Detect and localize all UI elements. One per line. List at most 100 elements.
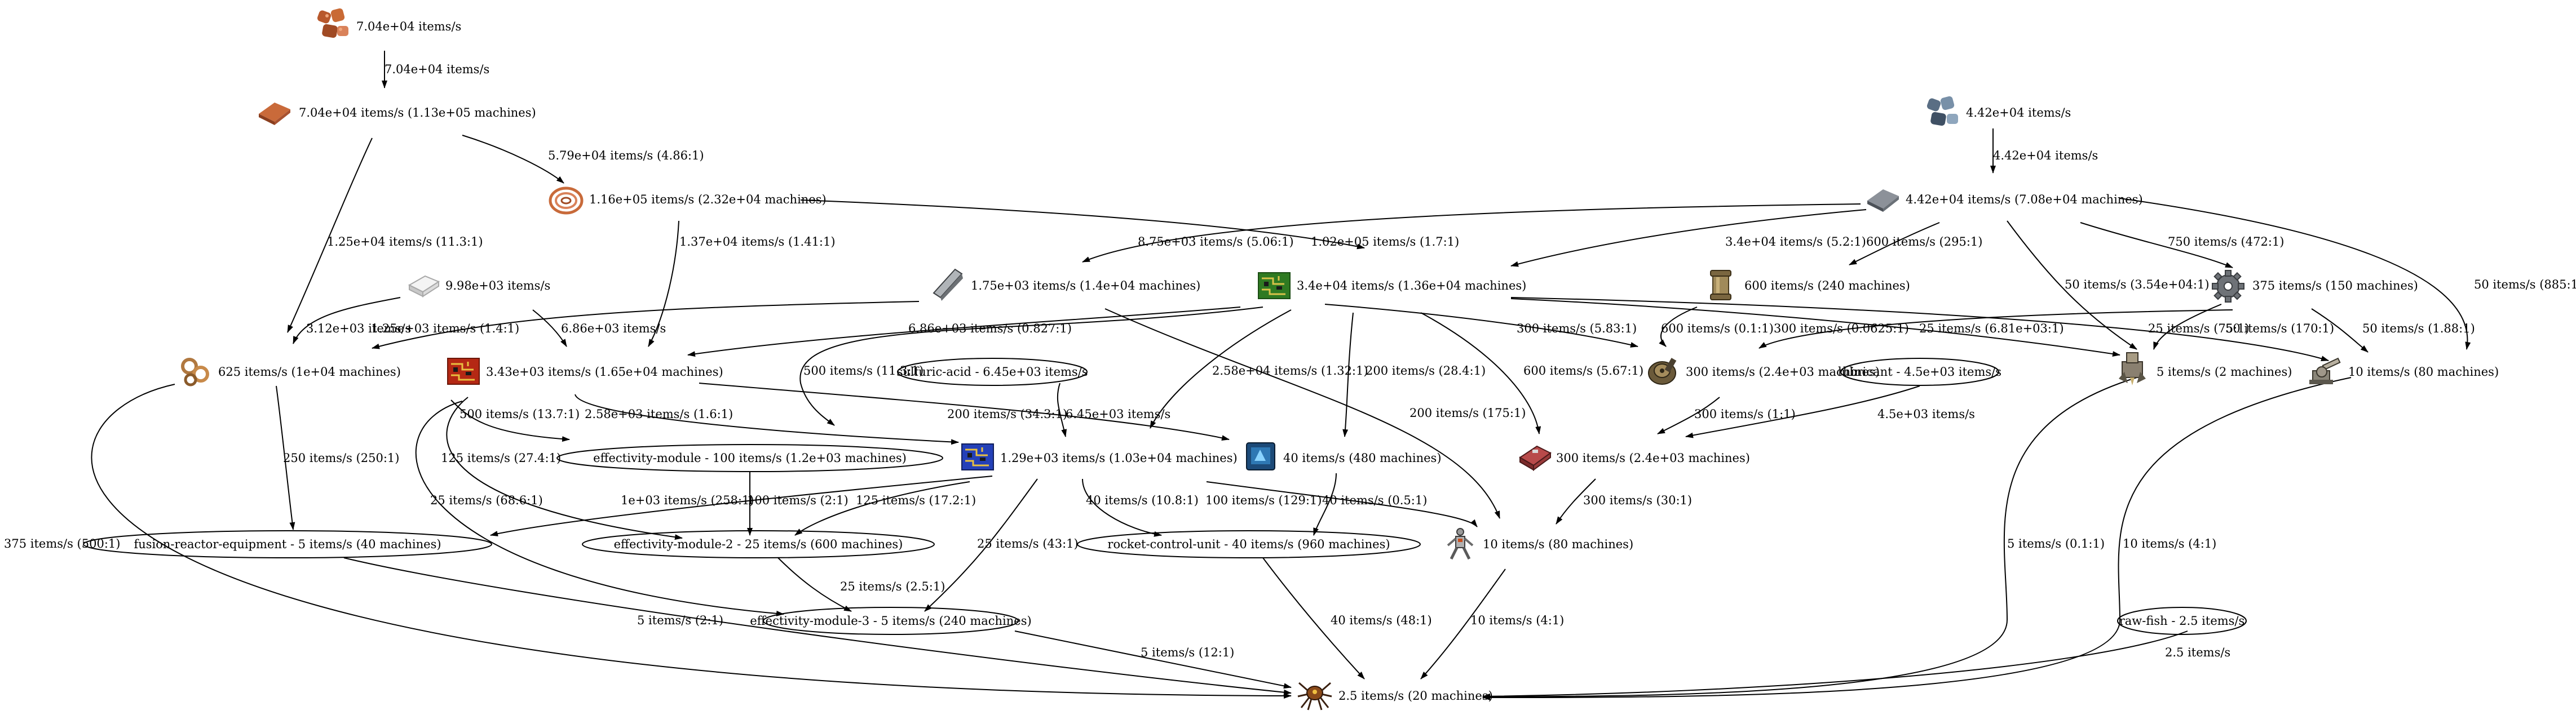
nodes: 7.04e+04 items/s 7.04e+04 items/s (1.13e… xyxy=(83,8,2499,710)
edge-red-eff3 xyxy=(415,401,784,616)
edge-gear-motor xyxy=(1758,309,2233,349)
edge-turret-spider xyxy=(1482,377,2352,701)
edge-label: 2.5 items/s xyxy=(2165,646,2230,659)
edge-blue-rcu xyxy=(1082,478,1162,537)
edges xyxy=(91,51,2471,701)
copper-cable-icon xyxy=(549,186,584,215)
edge-green-speed xyxy=(1342,312,1354,437)
edge-label: 50 items/s (1.88:1) xyxy=(2362,322,2475,335)
node-motor: 300 items/s (2.4e+03 machines) xyxy=(1648,358,1880,385)
edge-iron-green xyxy=(1510,209,1867,267)
edge-label: 200 items/s (175:1) xyxy=(1409,406,1526,420)
node-label: rocket-control-unit - 40 items/s (960 ma… xyxy=(1107,538,1390,551)
edge-frame-fusion xyxy=(276,385,295,530)
edge-cable-red xyxy=(648,220,679,347)
edge-green-motor xyxy=(1324,304,1638,348)
edge-eff3-spider xyxy=(1014,630,1292,689)
edge-iron-pipe xyxy=(1849,222,1940,265)
node-label: 5 items/s (2 machines) xyxy=(2157,365,2292,379)
node-label: 600 items/s (240 machines) xyxy=(1744,279,1910,292)
mining-drill-icon xyxy=(2119,352,2146,385)
edge-sulfuric-blue xyxy=(1057,383,1067,437)
edge-label: 5 items/s (12:1) xyxy=(1141,646,1234,659)
node-battery: 300 items/s (2.4e+03 machines) xyxy=(1519,445,1750,471)
node-label: 625 items/s (1e+04 machines) xyxy=(218,365,401,379)
edge-plate-frame xyxy=(287,137,373,333)
node-fusion-reactor: fusion-reactor-equipment - 5 items/s (40… xyxy=(83,530,492,558)
exoskeleton-icon xyxy=(1447,528,1474,560)
edge-label: 1.37e+04 items/s (1.41:1) xyxy=(679,235,836,248)
edge-battery-exo xyxy=(1556,478,1596,525)
edge-label: 2.58e+03 items/s (1.6:1) xyxy=(585,407,733,421)
speed-module-icon xyxy=(1246,442,1275,470)
node-label: 3.4e+04 items/s (1.36e+04 machines) xyxy=(1297,279,1526,292)
node-steel: 1.75e+03 items/s (1.4e+04 machines) xyxy=(933,268,1200,301)
edge-label: 125 items/s (27.4:1) xyxy=(441,451,561,465)
copper-ore-icon xyxy=(317,8,348,38)
gun-turret-icon xyxy=(2309,357,2341,384)
edge-label: 4.42e+04 items/s xyxy=(1993,149,2098,162)
edge-green-eff1 xyxy=(799,307,1263,426)
edge-steel-exo xyxy=(1104,308,1500,519)
node-raw-fish: raw-fish - 2.5 items/s xyxy=(2117,607,2247,635)
edge-label: 600 items/s (295:1) xyxy=(1866,235,1982,248)
node-label: 4.42e+04 items/s xyxy=(1966,106,2071,119)
edge-gear-drill xyxy=(2153,304,2222,350)
edge-label: 250 items/s (250:1) xyxy=(283,451,399,465)
edge-lube-battery xyxy=(1685,385,1920,438)
node-gear: 375 items/s (150 machines) xyxy=(2212,270,2418,303)
edge-label: 200 items/s (28.4:1) xyxy=(1366,364,1486,377)
edge-green-battery xyxy=(1420,312,1541,434)
edge-labels: 7.04e+04 items/s 5.79e+04 items/s (4.86:… xyxy=(4,63,2576,659)
edge-label: 5 items/s (2:1) xyxy=(637,614,723,627)
node-label: effectivity-module-3 - 5 items/s (240 ma… xyxy=(750,614,1031,628)
edge-label: 300 items/s (0.0625:1) xyxy=(1774,322,1909,335)
edge-label: 5 items/s (0.1:1) xyxy=(2007,537,2105,550)
edge-green-drill xyxy=(1510,298,2120,357)
edge-label: 6.45e+03 items/s xyxy=(1066,407,1170,421)
edge-label: 300 items/s (30:1) xyxy=(1583,494,1692,507)
node-label: 7.04e+04 items/s (1.13e+05 machines) xyxy=(299,106,536,119)
edge-label: 40 items/s (48:1) xyxy=(1331,614,1432,627)
edge-label: 25 items/s (2.5:1) xyxy=(840,580,945,593)
edge-label: 600 items/s (0.1:1) xyxy=(1661,322,1774,335)
edge-label: 600 items/s (5.67:1) xyxy=(1523,364,1643,377)
node-copper-ore: 7.04e+04 items/s xyxy=(317,8,461,38)
iron-ore-icon xyxy=(1927,96,1958,126)
edge-rcu-spider xyxy=(1262,557,1365,679)
edge-label: 50 items/s (170:1) xyxy=(2225,322,2334,335)
node-label: lubricant - 4.5e+03 items/s xyxy=(1838,365,2001,379)
edge-eff2-eff3 xyxy=(777,557,852,612)
node-label: 7.04e+04 items/s xyxy=(356,20,461,33)
edge-label: 50 items/s (885:1) xyxy=(2474,278,2576,291)
node-label: 1.29e+03 items/s (1.03e+04 machines) xyxy=(1000,451,1238,465)
edge-motor-battery xyxy=(1657,397,1720,434)
node-blue: 1.29e+03 items/s (1.03e+04 machines) xyxy=(961,443,1238,470)
edge-gear-turret xyxy=(2311,308,2369,353)
node-copper-plate: 7.04e+04 items/s (1.13e+05 machines) xyxy=(259,103,536,125)
edge-label: 1.25e+03 items/s (1.4:1) xyxy=(371,322,519,335)
edge-iron-gear xyxy=(2080,222,2233,268)
spidertron-icon xyxy=(1297,682,1332,710)
edge-red-speed xyxy=(699,383,1230,441)
node-label: sulfuric-acid - 6.45e+03 items/s xyxy=(896,365,1088,379)
iron-gear-icon xyxy=(2212,270,2244,303)
node-label: raw-fish - 2.5 items/s xyxy=(2119,614,2245,628)
node-label: 300 items/s (2.4e+03 machines) xyxy=(1686,365,1880,379)
edge-plate-cable xyxy=(462,135,564,184)
edge-cable-green xyxy=(800,199,1365,250)
edge-label: 25 items/s (75:1) xyxy=(2148,322,2250,335)
edge-label: 40 items/s (10.8:1) xyxy=(1086,494,1199,507)
edge-steel-frame xyxy=(372,301,920,349)
edge-label: 500 items/s (11.3:1) xyxy=(803,364,924,377)
engine-unit-icon xyxy=(1648,358,1677,385)
edge-green-red xyxy=(687,307,1241,357)
node-drill: 5 items/s (2 machines) xyxy=(2119,352,2292,385)
node-iron-ore: 4.42e+04 items/s xyxy=(1927,96,2071,126)
edge-label: 10 items/s (4:1) xyxy=(2123,537,2216,550)
edge-iron-steel xyxy=(1082,203,1861,263)
edge-label: 6.86e+03 items/s (0.827:1) xyxy=(908,322,1072,335)
edge-label: 3.12e+03 items/s xyxy=(306,322,411,335)
node-label: 375 items/s (150 machines) xyxy=(2252,279,2418,292)
